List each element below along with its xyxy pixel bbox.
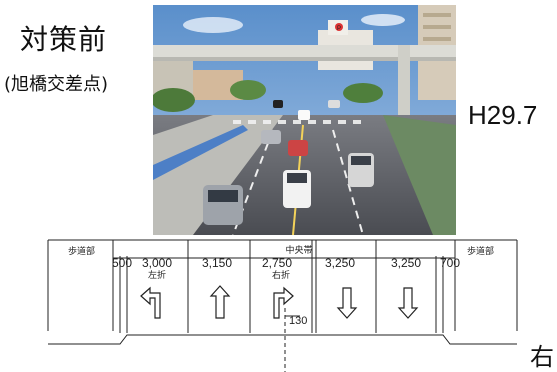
road-cross-section-diagram: 歩道部 歩道部 中央帯 500 3,000 3,150 2,750 3,250 … [47, 239, 518, 372]
width-500: 500 [112, 256, 132, 270]
width-3150: 3,150 [202, 256, 232, 270]
left-turn-arrow-icon [140, 286, 161, 319]
straight-arrow-icon [209, 285, 231, 319]
down-arrow-icon [397, 287, 419, 319]
width-3000: 3,000 [142, 256, 172, 270]
left-turn-label: 左折 [148, 269, 166, 280]
side-label: 右 [530, 344, 554, 371]
median-label: 中央帯 [285, 244, 312, 255]
date-label: H29.7 [468, 100, 538, 130]
photo-sign-text: P [337, 26, 341, 32]
width-700: 700 [440, 256, 460, 270]
right-turn-arrow-icon [273, 286, 294, 319]
width-3250-a: 3,250 [325, 256, 355, 270]
sidewalk-right-label: 歩道部 [467, 245, 494, 256]
sidewalk-left-label: 歩道部 [68, 245, 95, 256]
width-130: 130 [289, 315, 307, 327]
width-2750: 2,750 [262, 256, 292, 270]
page-title: 対策前 [20, 23, 108, 56]
intersection-photo: P [153, 5, 456, 235]
down-arrow-icon [336, 287, 358, 319]
width-3250-b: 3,250 [391, 256, 421, 270]
right-turn-label: 右折 [272, 269, 290, 280]
location-subtitle: (旭橋交差点) [4, 74, 109, 95]
